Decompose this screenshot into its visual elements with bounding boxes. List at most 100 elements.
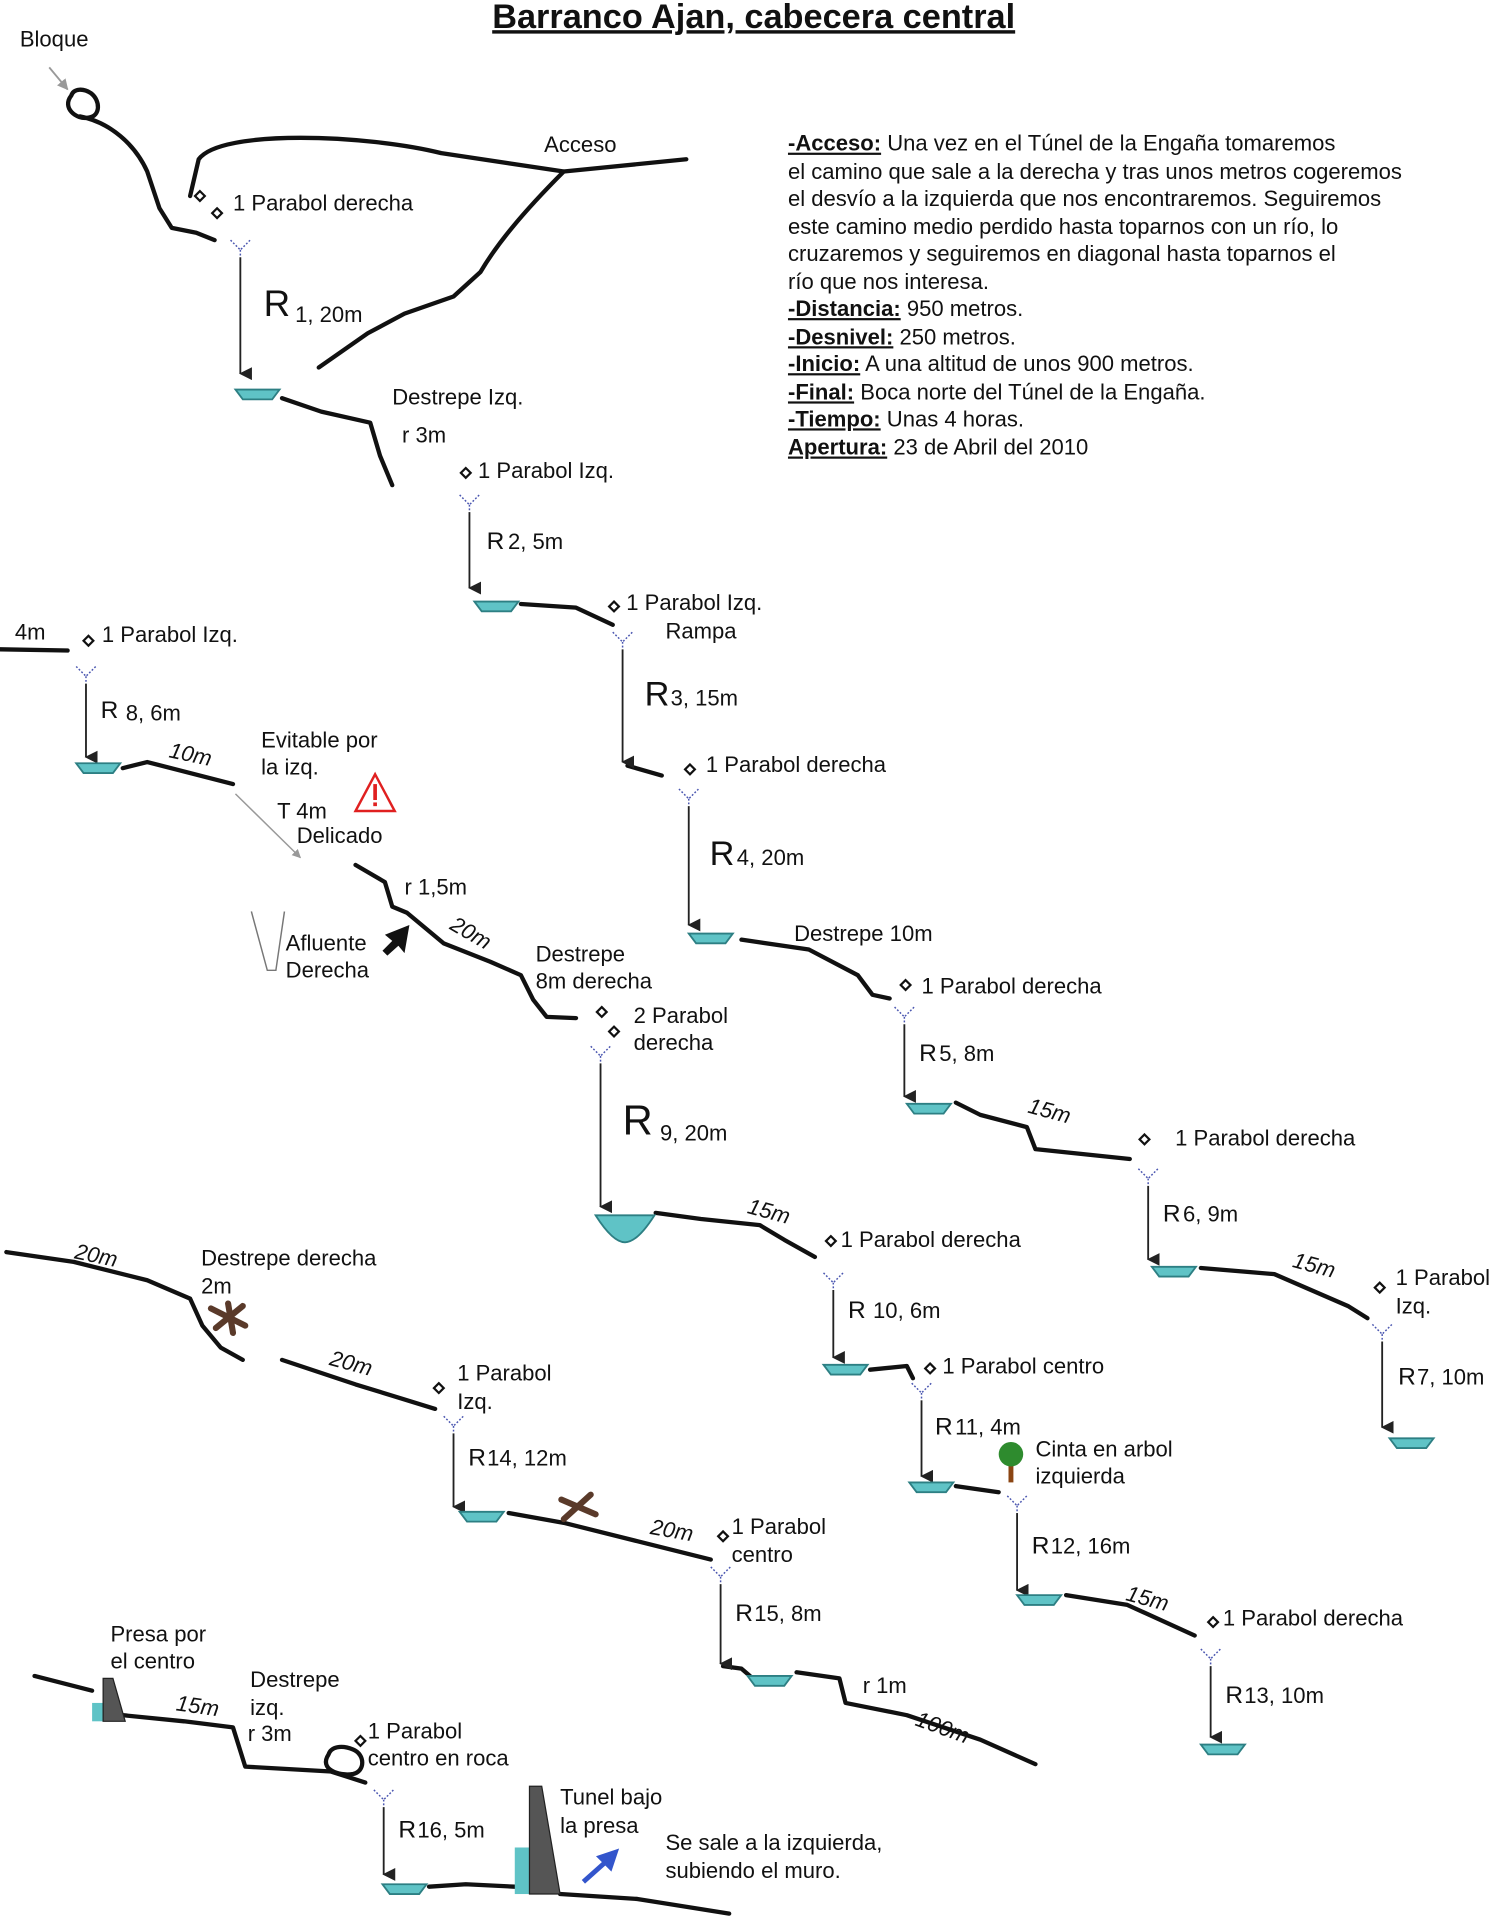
- anchor-hanger-icon: [1006, 1495, 1028, 1514]
- anchor-bolt-icon: [899, 978, 913, 992]
- destrepe-label: Destrepe derecha: [201, 1246, 377, 1271]
- anchor-label: 1 Parabol Izq.: [478, 458, 614, 483]
- bloque-icon: [324, 1744, 365, 1777]
- rappel-3-label: R3, 15m: [645, 676, 738, 714]
- destrepe-label: 2m: [201, 1274, 232, 1299]
- rappel-13: [1199, 1648, 1247, 1756]
- pool-icon: [1199, 1743, 1247, 1756]
- pool-icon: [74, 762, 123, 774]
- destrepe-label: izq.: [250, 1695, 284, 1720]
- pool-icon: [904, 1102, 953, 1115]
- anchor-bolt-icon: [459, 466, 473, 480]
- anchor-bolt-icon: [193, 189, 207, 203]
- anchor-label: 1 Parabol: [457, 1361, 551, 1386]
- rappels: [74, 239, 1436, 1895]
- destrepe-height: r 3m: [248, 1721, 292, 1746]
- anchor-hanger-icon: [230, 239, 251, 258]
- tunnel-dam-icon: [514, 1785, 561, 1895]
- svg-text:-Inicio: A una altitud de unos: -Inicio: A una altitud de unos 900 metro…: [788, 351, 1194, 376]
- rappel-12: [1006, 1495, 1064, 1606]
- distance-label: 15m: [1026, 1093, 1074, 1128]
- afluente-arrow-icon: [382, 924, 410, 956]
- anchor-bolt-icon: [1138, 1132, 1151, 1146]
- destrepe-height: T 4m: [277, 798, 327, 823]
- pool-icon: [593, 1214, 657, 1244]
- pool-icon: [907, 1481, 956, 1494]
- note-label: Delicado: [297, 823, 383, 848]
- anchor-bolt-icon: [607, 1025, 621, 1039]
- anchor-bolt-icon: [81, 634, 95, 648]
- note-label: la izq.: [261, 754, 319, 779]
- anchor-bolt-icon: [683, 762, 697, 776]
- anchor-hanger-icon: [1137, 1168, 1159, 1186]
- logs-icon: [207, 1300, 249, 1337]
- anchor-hanger-icon: [894, 1006, 915, 1025]
- destrepe-height: r 1,5m: [405, 874, 467, 899]
- destrepe-height: r 3m: [402, 422, 446, 447]
- destrepe-label: Destrepe: [536, 942, 625, 967]
- anchor-bolt-icon: [353, 1734, 367, 1748]
- anchor-hanger-icon: [590, 1045, 611, 1064]
- note-label: Evitable por: [261, 727, 377, 752]
- anchor-hanger-icon: [459, 494, 480, 513]
- dam-icon: [92, 1677, 126, 1722]
- anchor-label: 1 Parabol derecha: [922, 974, 1103, 999]
- note-label: subiendo el muro.: [665, 1858, 840, 1883]
- rappel-10: [821, 1272, 870, 1376]
- anchor-hanger-icon: [710, 1566, 731, 1585]
- anchor-label: 1 Parabol derecha: [706, 752, 887, 777]
- pool-icon: [1387, 1437, 1436, 1450]
- bloque-label: Bloque: [20, 27, 89, 52]
- acceso-label: Acceso: [544, 132, 616, 157]
- anchor-label: Izq.: [1396, 1293, 1432, 1318]
- svg-text:Apertura: 23 de Abril del 2010: Apertura: 23 de Abril del 2010: [788, 435, 1088, 460]
- pool-icon: [821, 1363, 870, 1376]
- rampa-label: Rampa: [665, 618, 737, 643]
- rappel-12-label: R12, 16m: [1032, 1532, 1131, 1559]
- rappel-2: [459, 494, 521, 613]
- svg-text:río que nos interesa.: río que nos interesa.: [788, 269, 989, 294]
- svg-text:-Tiempo: Unas 4 horas.: -Tiempo: Unas 4 horas.: [788, 406, 1024, 431]
- anchor-label: 1 Parabol derecha: [233, 191, 414, 216]
- rappel-11: [907, 1382, 956, 1494]
- anchor-label: 2 Parabol: [634, 1003, 728, 1028]
- anchor-hanger-icon: [678, 788, 700, 807]
- anchor-label: 1 Parabol: [1396, 1265, 1490, 1290]
- anchor-hanger-icon: [75, 665, 97, 684]
- pool-icon: [457, 1510, 506, 1523]
- svg-text:este camino medio perdido hast: este camino medio perdido hasta toparnos…: [788, 214, 1338, 239]
- rappel-7-label: R7, 10m: [1398, 1363, 1484, 1390]
- anchor-hanger-icon: [1371, 1323, 1393, 1342]
- pool-icon: [380, 1883, 429, 1895]
- rappel-3: [612, 631, 635, 769]
- note-label: Derecha: [286, 958, 370, 983]
- page-title: Barranco Ajan, cabecera central: [492, 0, 1015, 36]
- svg-text:el camino que sale a la derech: el camino que sale a la derecha y tras u…: [788, 159, 1402, 184]
- anchor-bolt-icon: [1206, 1615, 1220, 1629]
- svg-text:el desvío a la izquierda que n: el desvío a la izquierda que nos encontr…: [788, 186, 1381, 211]
- distance-label: 20m: [648, 1514, 696, 1546]
- rappel-15: [710, 1566, 794, 1687]
- destrepe-height: r 1m: [863, 1673, 907, 1698]
- logs-icon: [558, 1491, 599, 1523]
- svg-text:-Distancia: 950 metros.: -Distancia: 950 metros.: [788, 296, 1023, 321]
- route-description: -Acceso: Una vez en el Túnel de la Engañ…: [788, 131, 1402, 460]
- distance-label: 4m: [15, 620, 46, 645]
- pool-icon: [472, 600, 521, 613]
- anchor-label: centro: [732, 1542, 793, 1567]
- bloque-icon: [65, 87, 101, 121]
- anchor-bolt-icon: [595, 1005, 609, 1019]
- destrepe-label: Destrepe: [250, 1667, 339, 1692]
- anchor-label: 1 Parabol derecha: [841, 1227, 1022, 1252]
- tree-icon: [998, 1441, 1024, 1483]
- exit-arrow-icon: [581, 1848, 620, 1884]
- distance-label: 20m: [72, 1238, 120, 1272]
